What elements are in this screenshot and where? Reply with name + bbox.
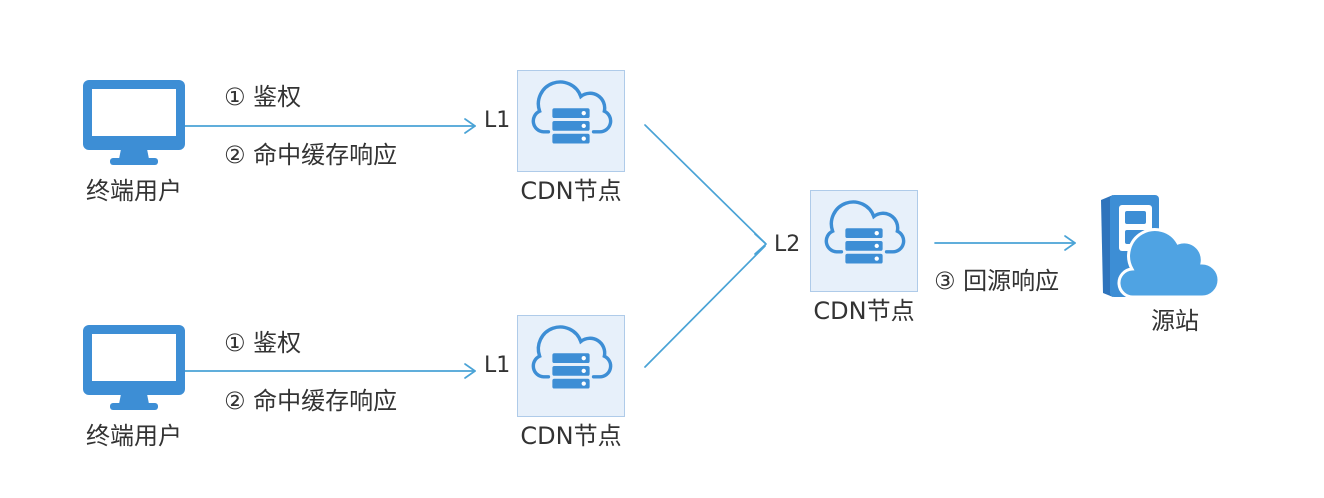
origin-server-cloud-icon xyxy=(1101,195,1221,299)
arrow-l2-to-origin-head xyxy=(1064,235,1076,251)
step-auth-label: ① 鉴权 xyxy=(224,83,302,111)
user-label: 终端用户 xyxy=(86,177,182,205)
arrow-to-l2-head xyxy=(754,233,767,255)
monitor-icon xyxy=(83,325,185,410)
step-cache-hit-label: ② 命中缓存响应 xyxy=(224,387,398,415)
cdn-node-label: CDN节点 xyxy=(813,297,915,325)
arrow-user2-to-l1-head xyxy=(464,363,476,379)
cdn-node-l1-bottom xyxy=(517,315,625,417)
cdn-node-l2 xyxy=(810,190,918,292)
cloud-server-icon xyxy=(531,80,613,144)
level-l1-label: L1 xyxy=(484,353,511,378)
step-auth-label: ① 鉴权 xyxy=(224,329,302,357)
line-l1-bottom-to-l2 xyxy=(644,245,766,368)
origin-label: 源站 xyxy=(1151,307,1199,335)
line-l1-top-to-l2 xyxy=(644,124,766,244)
cdn-node-label: CDN节点 xyxy=(520,177,622,205)
step-cache-hit-label: ② 命中缓存响应 xyxy=(224,141,398,169)
cloud-server-icon xyxy=(531,325,613,389)
level-l2-label: L2 xyxy=(774,232,801,257)
cdn-node-label: CDN节点 xyxy=(520,422,622,450)
cloud-server-icon xyxy=(824,200,906,264)
cdn-node-l1-top xyxy=(517,70,625,172)
step-back-to-origin-label: ③ 回源响应 xyxy=(934,267,1060,295)
monitor-icon xyxy=(83,80,185,165)
level-l1-label: L1 xyxy=(484,108,511,133)
user-label: 终端用户 xyxy=(86,422,182,450)
arrow-user1-to-l1-head xyxy=(464,118,476,134)
